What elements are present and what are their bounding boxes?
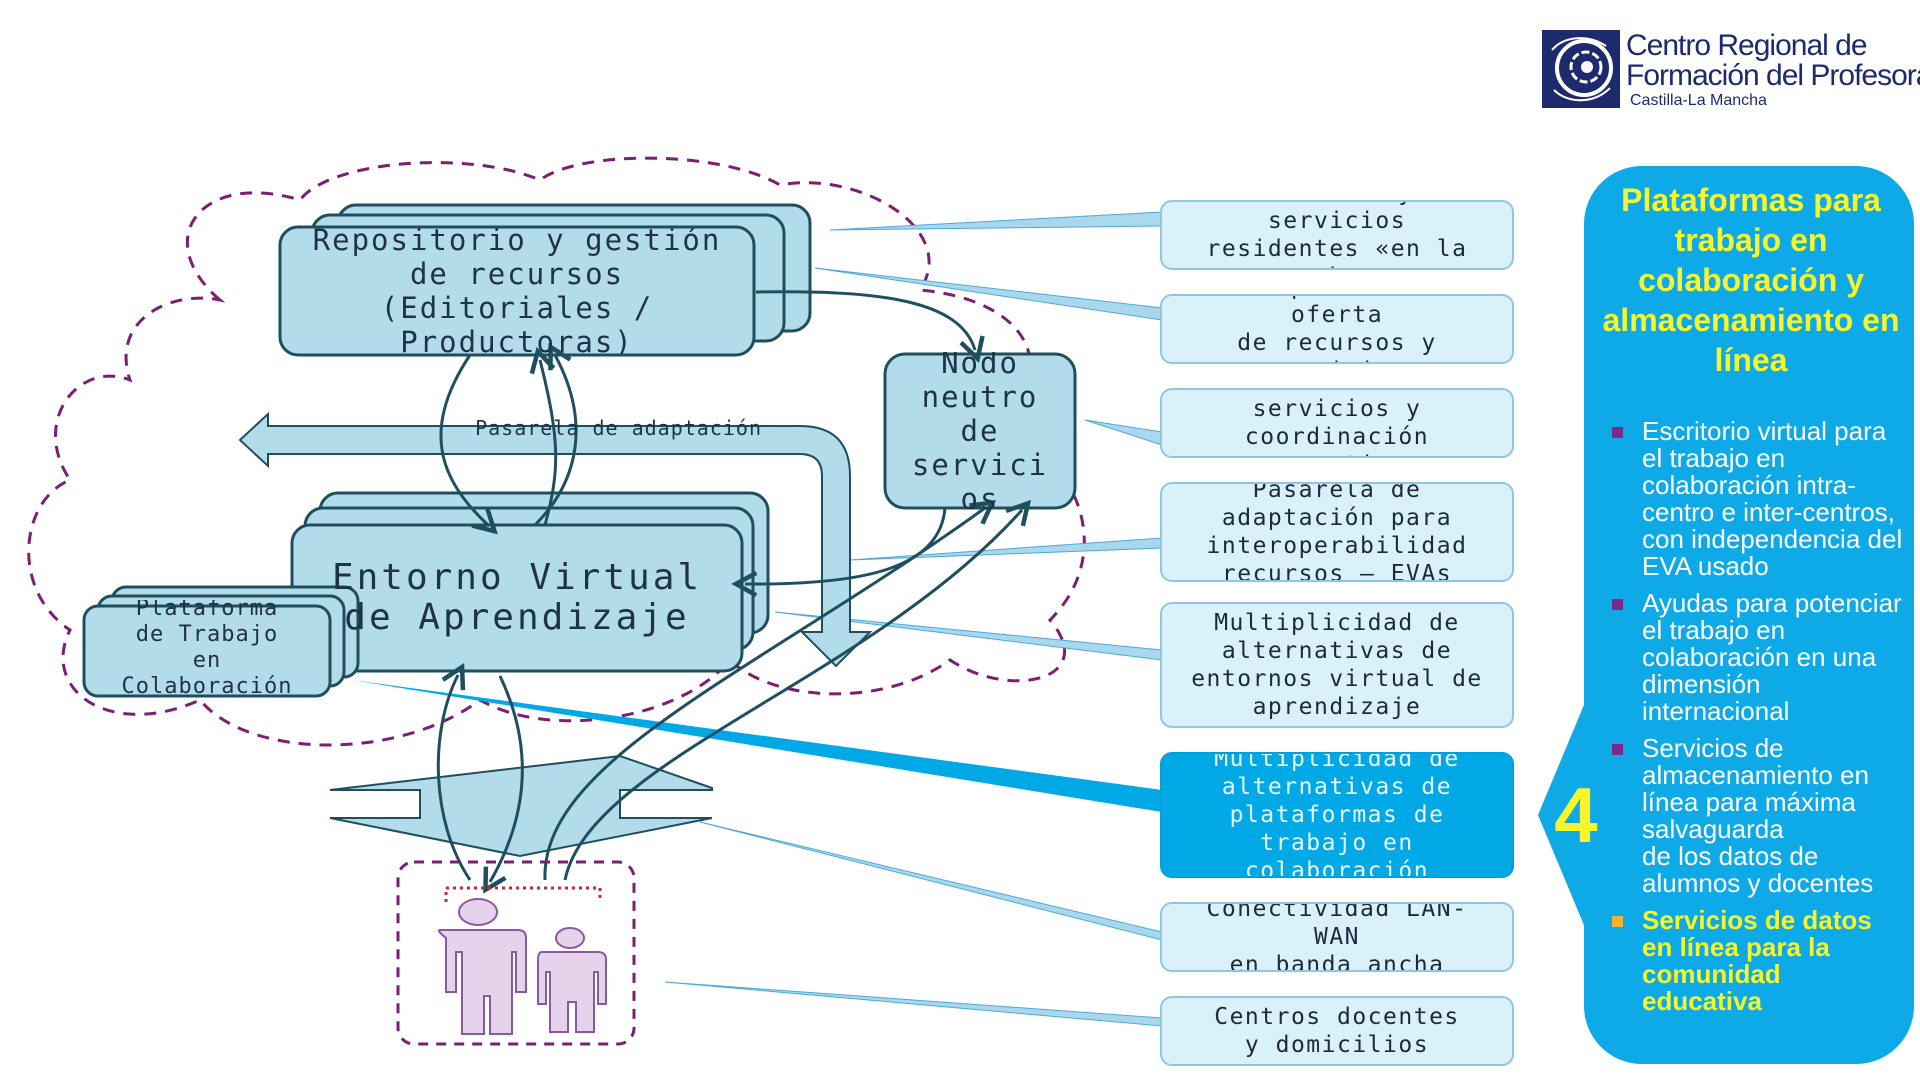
bullet-square-icon [1612, 599, 1623, 610]
callout-recursos-nube: Recursos y servicios residentes «en la n… [1160, 200, 1514, 270]
repositorio-stack [278, 203, 812, 357]
panel-bullet: Servicios de almacenamiento en línea par… [1610, 735, 1905, 897]
bullet-text: Ayudas para potenciar el trabajo en cola… [1642, 588, 1902, 726]
bullet-square-icon [1612, 744, 1623, 755]
connector-arrows [439, 290, 975, 584]
panel-bullet-list: Escritorio virtual para el trabajo en co… [1610, 418, 1905, 1025]
eva-stack [290, 491, 770, 673]
adult-person-icon [437, 898, 527, 1035]
info-panel [1584, 166, 1914, 1064]
pasarela-label: Pasarela de adaptación [475, 416, 762, 440]
callout-entornos-virtuales: Multiplicidad de alternativas de entorno… [1160, 602, 1514, 728]
panel-title: Plataformas para trabajo en colaboración… [1602, 182, 1900, 378]
users-box [396, 860, 636, 1046]
crfp-logo: Centro Regional de Formación del Profeso… [1542, 29, 1920, 112]
callout-nodo-neutro: Nodo neutro de servicios y coordinación … [1160, 388, 1514, 458]
panel-number: 4 [1554, 771, 1598, 859]
callout-pasarela: Pasarela de adaptación para interoperabi… [1160, 482, 1514, 582]
bullet-square-icon [1612, 427, 1623, 438]
panel-bullet: Escritorio virtual para el trabajo en co… [1610, 418, 1905, 580]
logo-line-2: Formación del Profesorado [1626, 59, 1920, 92]
network-arrow [329, 754, 713, 858]
bullet-text: Escritorio virtual para el trabajo en co… [1642, 416, 1903, 581]
eva-label: Entorno Virtual de Aprendizaje [331, 557, 703, 638]
cloud-outline [27, 156, 1086, 747]
logo-line-3: Castilla-La Mancha [1630, 92, 1767, 109]
callout-conectividad: Conectividad LAN- WAN en banda ancha [1160, 902, 1514, 972]
repositorio-label: Repositorio y gestión de recursos (Edito… [312, 228, 722, 354]
bullet-text: Servicios de datos en línea para la comu… [1642, 905, 1872, 1016]
callout-centros-docentes: Centros docentes y domicilios [1160, 996, 1514, 1066]
bullet-square-icon [1612, 916, 1623, 927]
active-callout-pointer [352, 680, 1162, 812]
crfp-logo-mark-icon [1542, 30, 1620, 108]
plataforma-stack [82, 585, 360, 698]
panel-bullet-highlight: Servicios de datos en línea para la comu… [1610, 907, 1905, 1015]
callout-plataformas-trabajo: Multiplicidad de alternativas de platafo… [1160, 752, 1514, 878]
pasarela-arrow [238, 411, 873, 668]
users-bracket [444, 886, 602, 902]
nodo-neutro-label: Nodo neutro de servici os [911, 352, 1049, 510]
panel-bullet: Ayudas para potenciar el trabajo en cola… [1610, 590, 1905, 725]
plataforma-label: Plataforma de Trabajo en Colaboración [121, 600, 293, 696]
child-person-icon [537, 927, 607, 1033]
bullet-text: Servicios de almacenamiento en línea par… [1642, 733, 1874, 898]
panel-pointer [1538, 700, 1586, 930]
callout-multiplicidad-oferta: Multiplicidad de oferta de recursos y se… [1160, 294, 1514, 364]
logo-line-1: Centro Regional de [1626, 29, 1868, 62]
people-connectors [436, 508, 1022, 882]
